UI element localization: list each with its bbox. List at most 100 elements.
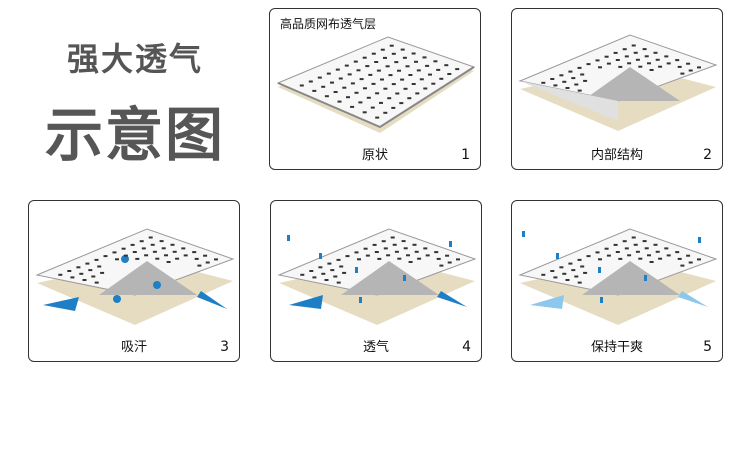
mesh-hole [308, 80, 313, 83]
arrow-right-icon [197, 291, 227, 309]
mesh-hole [381, 240, 386, 243]
vapor-particle-icon [600, 297, 603, 303]
mesh-hole [638, 65, 643, 68]
water-drop-icon [113, 295, 121, 303]
mesh-hole [159, 240, 164, 243]
mesh-hole [347, 73, 352, 76]
mesh-illustration-4 [277, 228, 477, 325]
mesh-hole [376, 69, 381, 72]
mesh-hole [389, 44, 394, 47]
mesh-hole [425, 254, 430, 257]
mesh-hole [400, 48, 405, 51]
mesh-hole [568, 262, 573, 265]
mesh-hole [166, 261, 171, 263]
mesh-hole [379, 101, 383, 104]
mesh-hole [383, 87, 388, 90]
mesh-hole [183, 254, 188, 257]
mesh-hole [414, 250, 419, 253]
vapor-particle-icon [449, 241, 452, 247]
mesh-hole [423, 247, 428, 250]
mesh-hole [391, 106, 396, 109]
mesh-hole [345, 255, 350, 258]
mesh-hole [58, 273, 63, 276]
panel-1-top-label: 高品质网布透气层 [280, 17, 377, 31]
mesh-hole [380, 48, 385, 51]
mesh-hole [333, 91, 338, 93]
mesh-hole [580, 265, 585, 268]
mesh-hole [203, 254, 208, 257]
mesh-hole [434, 251, 439, 254]
mesh-hole [574, 83, 579, 86]
mesh-hole [412, 243, 417, 246]
mesh-hole [97, 265, 102, 268]
mesh-hole [677, 65, 682, 68]
mesh-hole [649, 69, 654, 71]
mesh-hole [338, 77, 343, 80]
vapor-particle-icon [359, 297, 362, 303]
mesh-hole [647, 254, 651, 257]
mesh-hole [342, 86, 347, 89]
mesh-hole [598, 258, 602, 261]
mesh-hole [395, 92, 400, 95]
mesh-hole [394, 250, 399, 253]
mesh-hole [150, 243, 155, 246]
mesh-hole [401, 240, 406, 243]
mesh-hole [339, 265, 344, 268]
mesh-hole [383, 247, 388, 250]
mesh-hole [371, 52, 376, 55]
mesh-hole [312, 276, 317, 279]
mesh-hole [675, 251, 680, 254]
mesh-hole [604, 55, 609, 58]
mesh-hole [388, 74, 393, 77]
mesh-hole [155, 257, 160, 260]
mesh-hole [431, 82, 436, 85]
mesh-hole [318, 266, 323, 269]
mesh-hole [433, 60, 438, 63]
mesh-hole [559, 266, 564, 269]
mesh-hole [82, 279, 87, 281]
mesh-hole [415, 92, 420, 95]
panel-3-caption: 吸汗 [120, 340, 147, 355]
mesh-hole [622, 48, 627, 51]
vapor-particle-icon [522, 231, 525, 237]
mesh-hole [330, 81, 334, 84]
mesh-hole [205, 261, 210, 264]
mesh-hole [112, 251, 117, 254]
mesh-hole [658, 65, 663, 68]
mesh-hole [374, 251, 379, 253]
water-drop-icon [153, 281, 161, 289]
mesh-hole [115, 258, 119, 261]
mesh-hole [445, 254, 450, 257]
mesh-hole [598, 66, 602, 69]
mesh-hole [680, 264, 685, 267]
mesh-hole [132, 251, 137, 253]
mesh-hole [148, 236, 153, 239]
vapor-particle-icon [644, 275, 647, 281]
mesh-hole [559, 74, 564, 77]
mesh-hole [677, 257, 682, 260]
mesh-hole [577, 89, 582, 92]
mesh-hole [324, 95, 329, 98]
mesh-hole [350, 82, 355, 85]
mesh-hole [565, 279, 570, 281]
mesh-hole [326, 72, 331, 75]
vapor-particle-icon [403, 275, 406, 281]
mesh-hole [416, 69, 421, 72]
mesh-hole [103, 255, 108, 258]
vapor-particle-icon [698, 237, 701, 243]
arrow-left-icon [289, 295, 323, 309]
mesh-hole [366, 96, 371, 99]
mesh-hole [342, 271, 347, 274]
mesh-hole [353, 60, 358, 63]
mesh-hole [385, 65, 390, 68]
mesh-hole [624, 247, 629, 250]
mesh-hole [627, 62, 632, 65]
mesh-hole [370, 106, 375, 109]
mesh-hole [350, 105, 355, 108]
mesh-hole [675, 59, 680, 62]
mesh-hole [406, 254, 410, 257]
mesh-hole [175, 257, 180, 260]
mesh-hole [321, 272, 326, 275]
mesh-hole [359, 78, 364, 81]
mesh-hole [88, 269, 93, 272]
